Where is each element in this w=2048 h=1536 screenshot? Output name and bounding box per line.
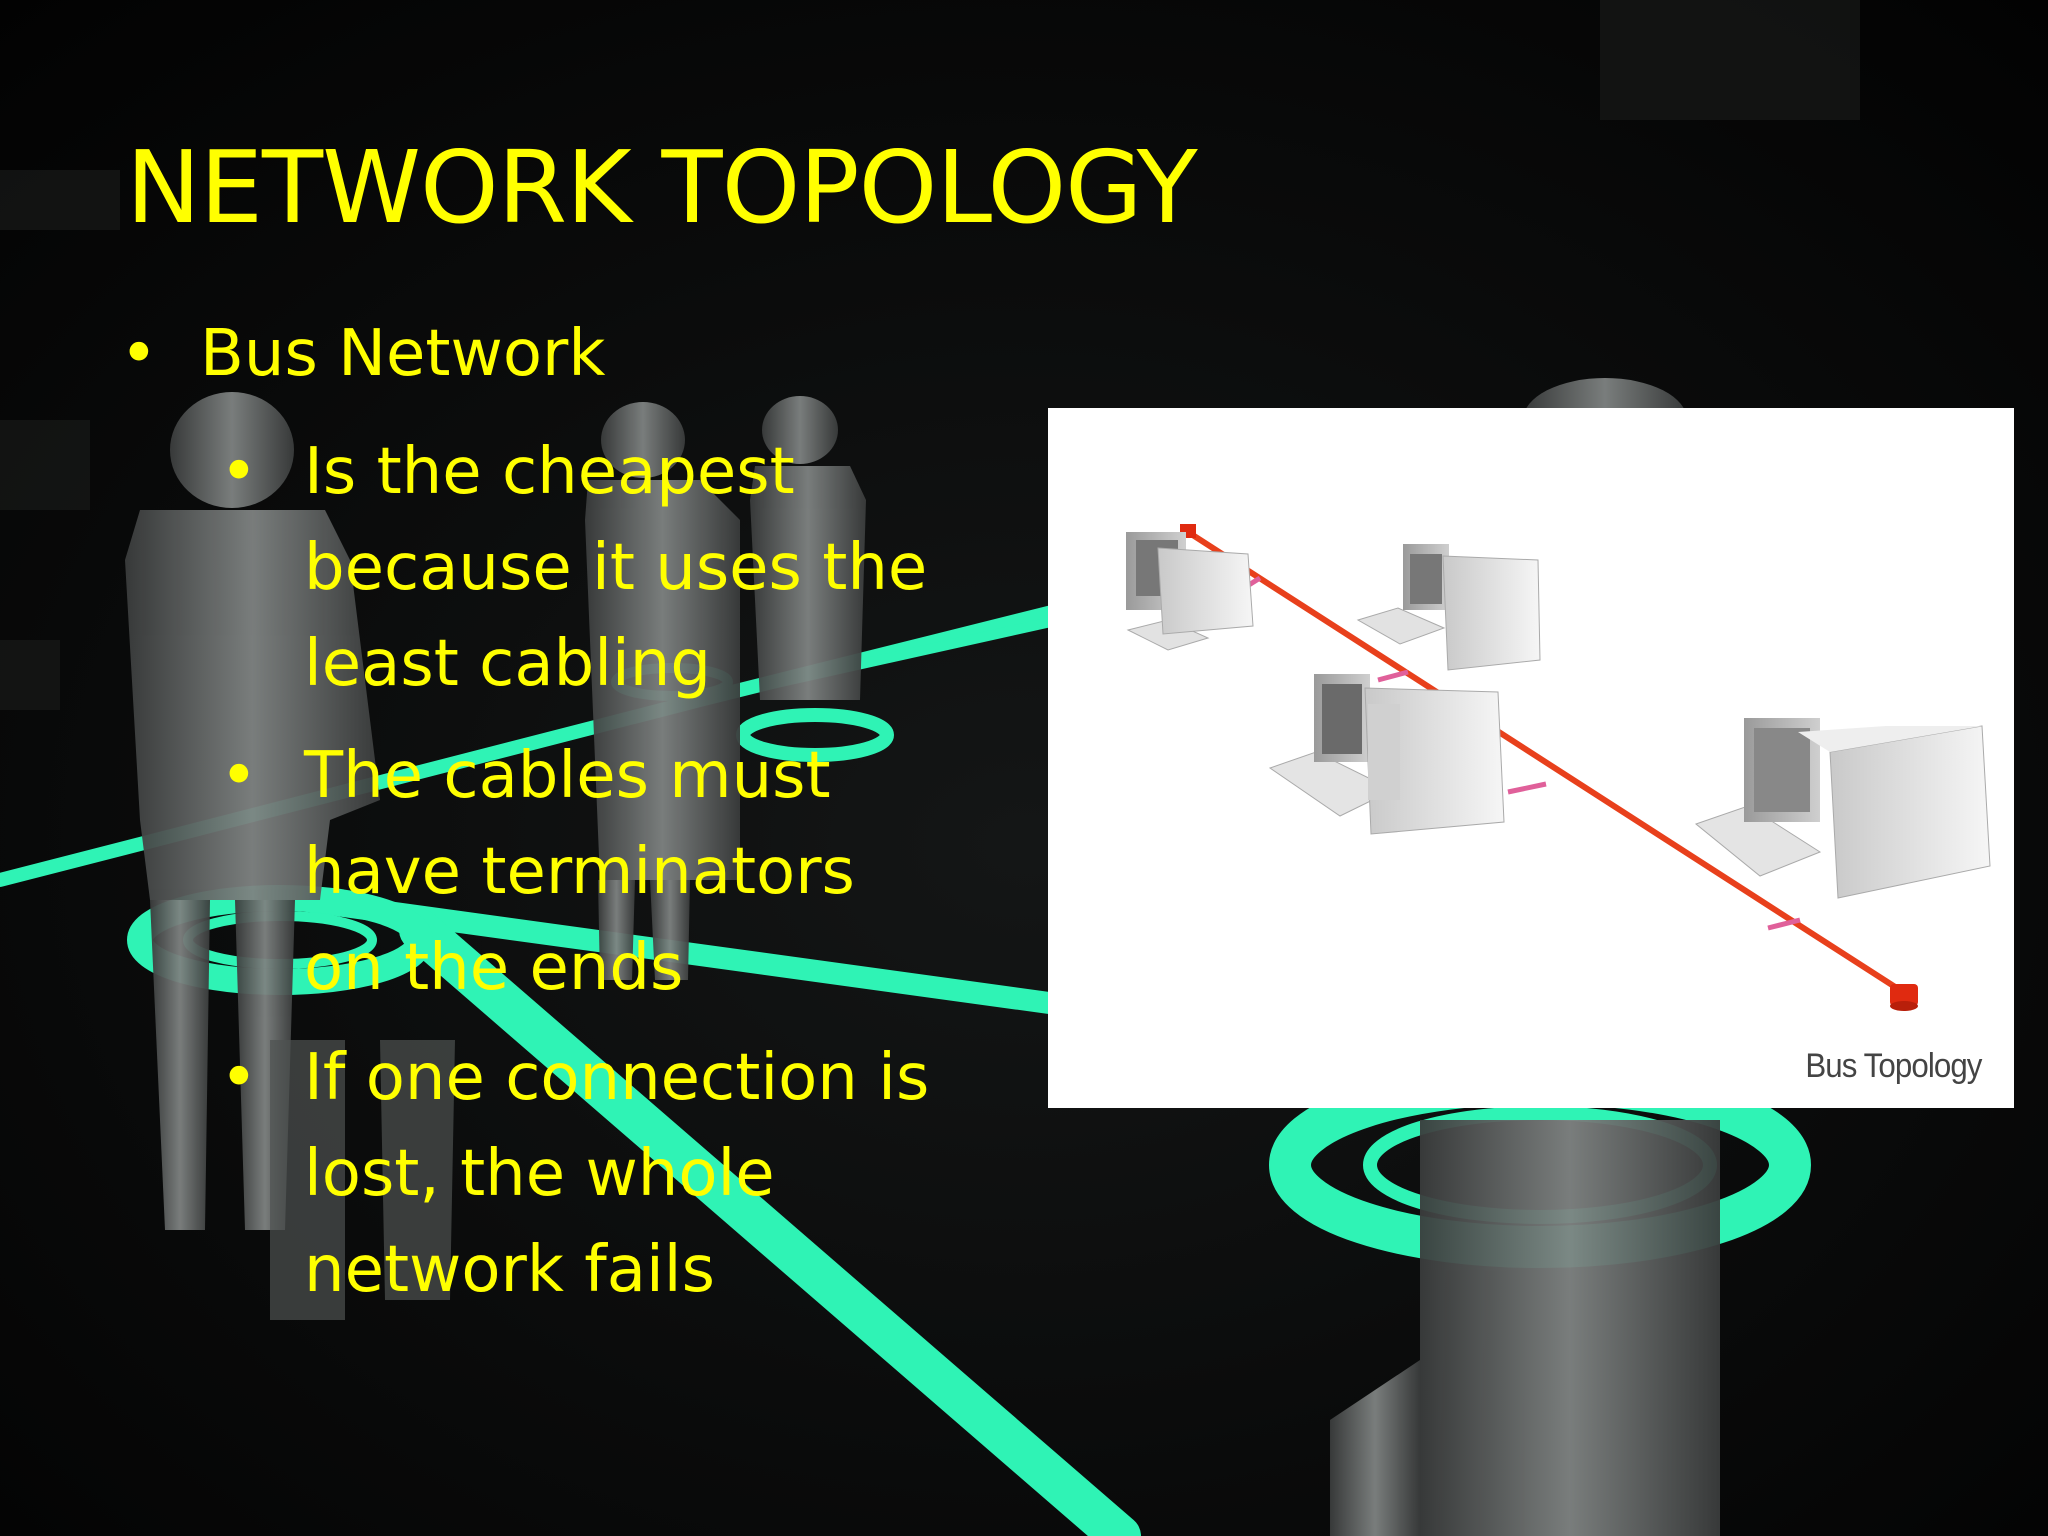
bus-topology-diagram — [1126, 524, 1991, 1011]
bus-topology-picture: Bus Topology — [1048, 408, 2014, 1108]
workstation-2 — [1356, 544, 1541, 671]
workstation-3 — [1268, 674, 1505, 835]
picture-caption: Bus Topology — [1805, 1047, 1983, 1085]
bullet-marker: • — [120, 317, 158, 391]
bullet-label: Bus Network — [200, 317, 606, 391]
sub-bullet-text: Is the cheapest because it uses the leas… — [304, 435, 928, 701]
terminator-end — [1890, 984, 1918, 1011]
sub-bullet-marker: • — [220, 739, 258, 813]
workstation-4 — [1694, 718, 1991, 899]
sub-bullet-marker: • — [220, 435, 258, 509]
bus-cable — [1185, 529, 1909, 997]
sub-bullet-text: If one connection is lost, the whole net… — [304, 1041, 930, 1307]
workstation-1 — [1126, 532, 1254, 651]
sub-bullet-text: The cables must have terminators on the … — [304, 739, 855, 1005]
slide-title: NETWORK TOPOLOGY — [126, 129, 1198, 246]
sub-bullet-marker: • — [220, 1041, 258, 1115]
